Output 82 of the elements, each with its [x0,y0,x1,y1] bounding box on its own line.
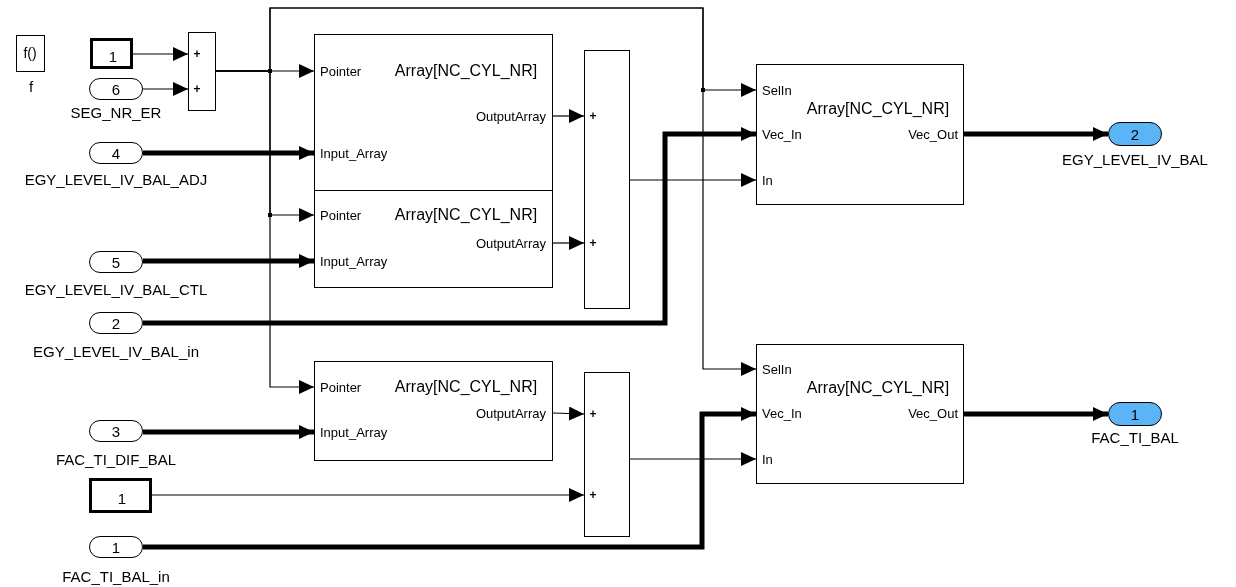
sign-label: + [589,408,597,420]
assignment-block [756,64,964,205]
inport-block [89,78,143,100]
signal-name: FAC_TI_BAL_in [62,568,170,584]
constant-block [89,478,152,513]
sign-label: + [589,489,597,501]
value-label: 1 [117,490,127,506]
selector-block [314,361,553,461]
block-label: f() [23,46,37,60]
signal-line [143,146,314,160]
port-label: OutputArray [475,236,546,250]
signal-line [143,127,756,326]
port-label: OutputArray [475,406,546,420]
signal-name: EGY_LEVEL_IV_BAL_in [33,343,199,359]
signal-line [552,236,585,250]
port-number: 6 [111,81,121,97]
inport-block [89,536,143,558]
assignment-block [756,344,964,484]
signal-line [552,406,585,421]
signal-line [151,488,585,502]
signal-line [143,254,314,268]
inport-block [89,142,143,164]
sum-block [584,372,630,537]
signal-line [215,7,757,376]
signal-name: FAC_TI_BAL [1091,429,1179,445]
port-label: Vec_In [762,127,802,141]
port-label: Input_Array [320,146,388,160]
port-label: In [762,452,773,466]
port-label: Input_Array [320,254,388,268]
signal-name: f [28,78,34,94]
port-number: 1 [1130,406,1140,422]
constant-block [90,38,133,69]
port-number: 2 [111,315,121,331]
port-label: Pointer [320,380,362,394]
outport-block [1108,122,1162,146]
sign-label: + [589,110,597,122]
selector-block [314,34,553,191]
port-number: 1 [111,539,121,555]
block-label: Array[NC_CYL_NR] [394,63,538,79]
signal-line [142,82,189,96]
port-label: SelIn [762,83,792,97]
port-number: 3 [111,423,121,439]
signal-line [143,407,756,550]
value-label: 1 [108,48,118,64]
block-label: Array[NC_CYL_NR] [394,207,538,223]
inport-block [89,251,143,273]
signal-line [132,47,189,61]
sum-block [584,50,630,309]
sign-label: + [193,48,201,60]
signal-line [143,425,314,439]
port-number: 5 [111,254,121,270]
signal-line [552,109,585,123]
sign-label: + [589,237,597,249]
port-number: 4 [111,145,121,161]
inport-block [89,420,143,442]
port-label: In [762,173,773,187]
inport-block [89,312,143,334]
sum-block [188,32,216,111]
signal-line [964,407,1108,421]
block-label: Array[NC_CYL_NR] [394,379,538,395]
port-label: Pointer [320,64,362,78]
function-block [16,35,45,72]
port-label: OutputArray [475,109,546,123]
block-label: Array[NC_CYL_NR] [806,380,950,396]
signal-name: EGY_LEVEL_IV_BAL_ADJ [24,171,208,187]
signal-line [629,173,757,187]
outport-block [1108,402,1162,426]
signal-name: EGY_LEVEL_IV_BAL_CTL [24,281,208,297]
selector-block [314,190,553,288]
signal-line [629,452,757,466]
signal-name: SEG_NR_ER [70,104,162,120]
signal-name: FAC_TI_DIF_BAL [56,451,176,467]
port-label: Vec_Out [908,127,958,141]
port-number: 2 [1130,126,1140,142]
port-label: Input_Array [320,425,388,439]
port-label: Pointer [320,208,362,222]
signal-name: EGY_LEVEL_IV_BAL [1062,151,1208,167]
sign-label: + [193,83,201,95]
port-label: SelIn [762,362,792,376]
port-label: Vec_Out [908,406,958,420]
port-label: Vec_In [762,406,802,420]
block-label: Array[NC_CYL_NR] [806,101,950,117]
